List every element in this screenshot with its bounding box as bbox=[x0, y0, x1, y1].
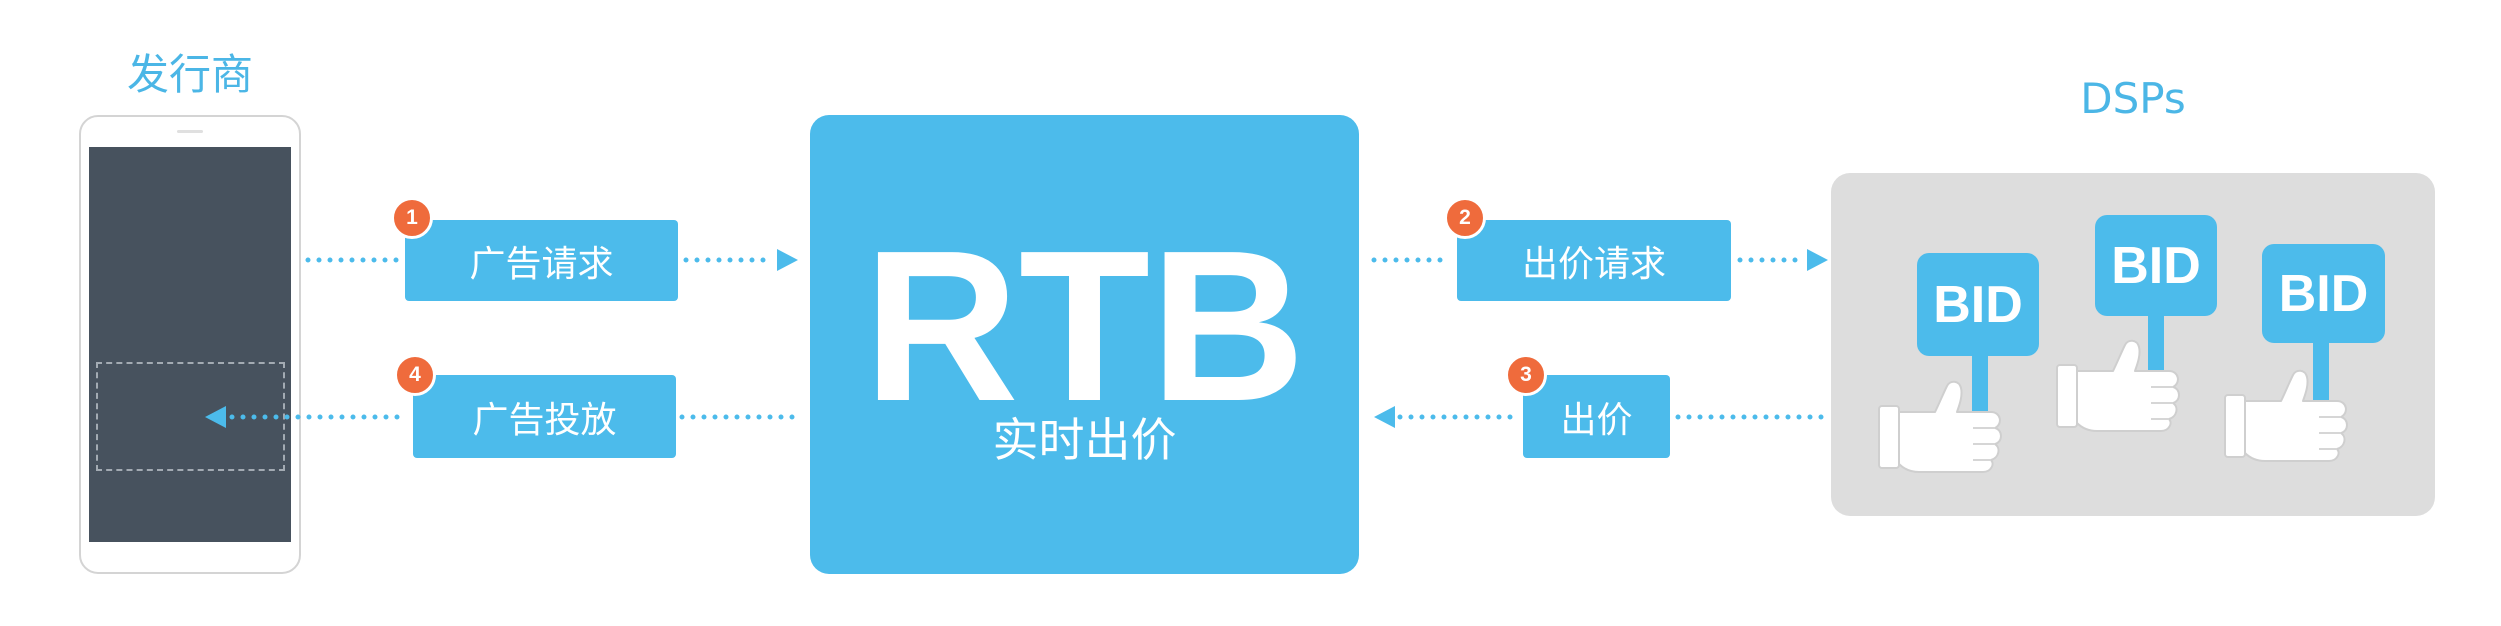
step-label-ad-delivery: 广告投放 bbox=[413, 375, 676, 458]
bid-sign: BID bbox=[2262, 244, 2385, 343]
step-badge-3: 3 bbox=[1505, 354, 1547, 396]
bid-sign: BID bbox=[1917, 253, 2039, 356]
phone-screen bbox=[89, 147, 291, 542]
rtb-panel: RTB 实时出价 bbox=[810, 115, 1359, 574]
dsps-title: DSPs bbox=[2080, 74, 2186, 123]
rtb-title: RTB bbox=[863, 205, 1306, 446]
ad-slot-placeholder bbox=[96, 362, 285, 471]
bid-sign: BID bbox=[2095, 215, 2217, 316]
rtb-subtitle: 实时出价 bbox=[992, 413, 1177, 467]
step-badge-4: 4 bbox=[394, 354, 436, 396]
step-label-ad-request: 广告请求 bbox=[405, 220, 678, 301]
bid-sign-stick bbox=[1972, 350, 1988, 420]
bid-sign-stick bbox=[2313, 338, 2329, 420]
publisher-title: 发行商 bbox=[126, 50, 253, 99]
arrow-left-icon bbox=[205, 406, 226, 428]
arrow-right-icon bbox=[777, 249, 798, 271]
step-badge-1: 1 bbox=[391, 197, 433, 239]
step-label-bid-request: 出价请求 bbox=[1457, 220, 1731, 301]
arrow-left-icon bbox=[1374, 406, 1395, 428]
step-badge-2: 2 bbox=[1444, 197, 1486, 239]
arrow-right-icon bbox=[1807, 249, 1828, 271]
phone-speaker bbox=[177, 130, 203, 133]
step-label-bid: 出价 bbox=[1523, 375, 1670, 458]
